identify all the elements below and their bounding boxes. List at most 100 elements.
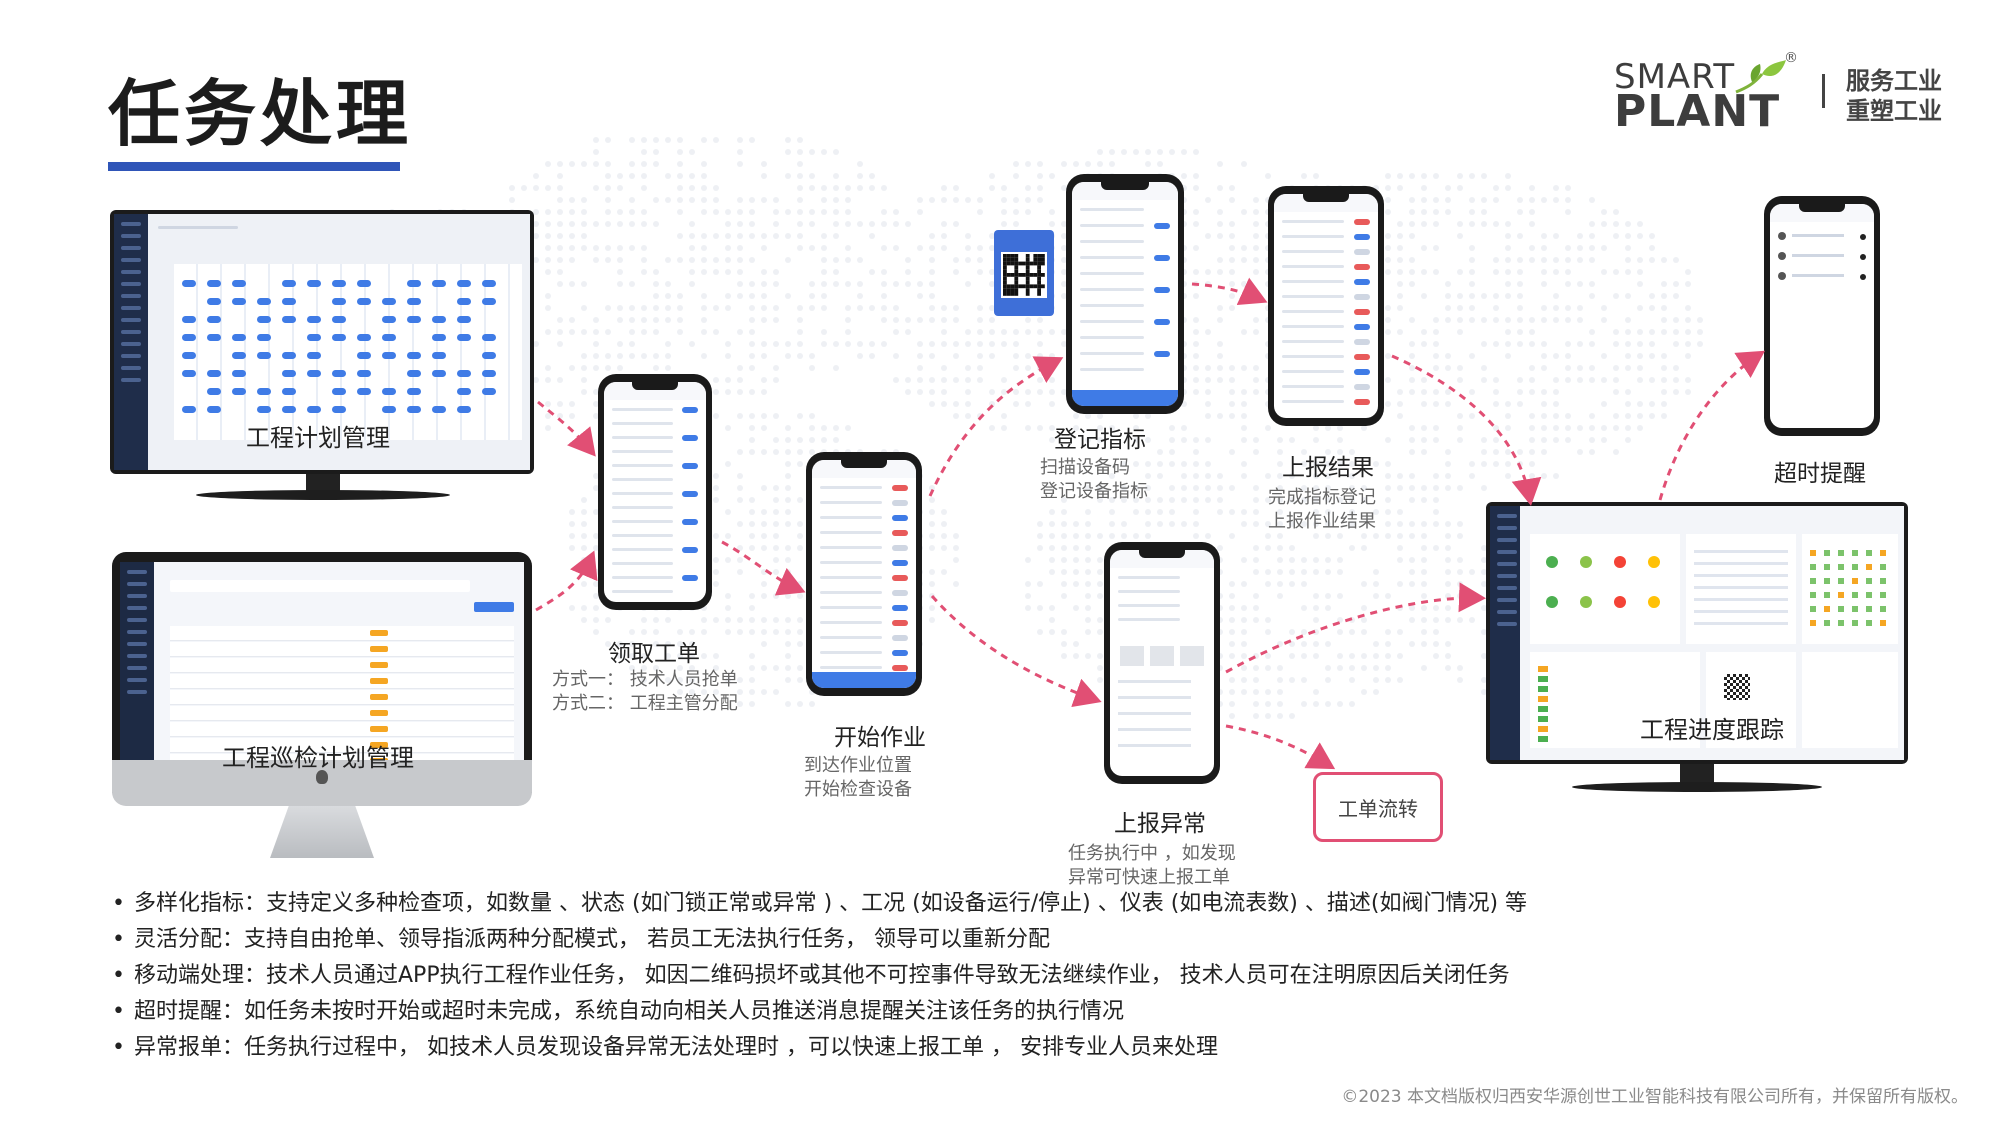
plan-task-pill[interactable] — [207, 280, 221, 287]
plan-task-pill[interactable] — [382, 316, 396, 323]
plan-task-pill[interactable] — [357, 280, 371, 287]
plan-task-pill[interactable] — [382, 298, 396, 305]
plan-task-pill[interactable] — [482, 298, 496, 305]
plan-task-pill[interactable] — [457, 334, 471, 341]
status-tag[interactable] — [1354, 339, 1370, 345]
plan-task-pill[interactable] — [332, 316, 346, 323]
plan-task-pill[interactable] — [457, 280, 471, 287]
plan-task-pill[interactable] — [182, 352, 196, 359]
plan-task-pill[interactable] — [432, 406, 446, 413]
plan-task-pill[interactable] — [232, 280, 246, 287]
plan-task-pill[interactable] — [182, 280, 196, 287]
plan-task-pill[interactable] — [257, 298, 271, 305]
plan-task-pill[interactable] — [257, 388, 271, 395]
status-tag[interactable] — [682, 547, 698, 553]
plan-task-pill[interactable] — [332, 298, 346, 305]
plan-task-pill[interactable] — [432, 316, 446, 323]
plan-task-pill[interactable] — [407, 352, 421, 359]
status-tag[interactable] — [1154, 303, 1170, 309]
plan-task-pill[interactable] — [407, 298, 421, 305]
plan-task-pill[interactable] — [232, 334, 246, 341]
status-tag[interactable] — [1354, 309, 1370, 315]
status-tag[interactable] — [1354, 324, 1370, 330]
status-tag[interactable] — [1354, 219, 1370, 225]
plan-task-pill[interactable] — [282, 370, 296, 377]
status-tag[interactable] — [682, 505, 698, 511]
status-tag[interactable] — [682, 449, 698, 455]
table-row[interactable] — [170, 658, 514, 673]
plan-task-pill[interactable] — [282, 298, 296, 305]
plan-task-pill[interactable] — [457, 406, 471, 413]
status-tag[interactable] — [892, 560, 908, 566]
status-tag[interactable] — [1154, 287, 1170, 293]
status-tag[interactable] — [1354, 264, 1370, 270]
status-tag[interactable] — [682, 491, 698, 497]
status-tag[interactable] — [1354, 249, 1370, 255]
plan-task-pill[interactable] — [457, 388, 471, 395]
plan-task-pill[interactable] — [307, 280, 321, 287]
status-tag[interactable] — [1154, 335, 1170, 341]
status-tag[interactable] — [1154, 223, 1170, 229]
status-tag[interactable] — [682, 421, 698, 427]
plan-task-pill[interactable] — [307, 406, 321, 413]
plan-task-pill[interactable] — [407, 370, 421, 377]
status-tag[interactable] — [892, 530, 908, 536]
plan-task-pill[interactable] — [357, 352, 371, 359]
plan-task-pill[interactable] — [182, 316, 196, 323]
status-tag[interactable] — [1154, 367, 1170, 373]
plan-task-pill[interactable] — [207, 316, 221, 323]
status-tag[interactable] — [892, 620, 908, 626]
table-row[interactable] — [170, 674, 514, 689]
plan-task-pill[interactable] — [382, 406, 396, 413]
plan-task-pill[interactable] — [232, 352, 246, 359]
plan-task-pill[interactable] — [457, 316, 471, 323]
status-tag[interactable] — [1354, 399, 1370, 405]
status-tag[interactable] — [1354, 354, 1370, 360]
plan-task-pill[interactable] — [332, 280, 346, 287]
status-tag[interactable] — [892, 635, 908, 641]
status-tag[interactable] — [892, 575, 908, 581]
status-tag[interactable] — [682, 575, 698, 581]
plan-task-pill[interactable] — [357, 370, 371, 377]
plan-task-pill[interactable] — [282, 388, 296, 395]
status-tag[interactable] — [1354, 294, 1370, 300]
table-row[interactable] — [170, 706, 514, 721]
status-tag[interactable] — [1154, 207, 1170, 213]
plan-task-pill[interactable] — [232, 388, 246, 395]
status-tag[interactable] — [682, 589, 698, 595]
status-tag[interactable] — [892, 515, 908, 521]
status-tag[interactable] — [892, 545, 908, 551]
plan-task-pill[interactable] — [332, 334, 346, 341]
plan-task-pill[interactable] — [282, 316, 296, 323]
plan-task-pill[interactable] — [457, 298, 471, 305]
plan-task-pill[interactable] — [307, 370, 321, 377]
plan-task-pill[interactable] — [257, 352, 271, 359]
plan-task-pill[interactable] — [182, 406, 196, 413]
plan-task-pill[interactable] — [282, 352, 296, 359]
plan-task-pill[interactable] — [382, 388, 396, 395]
plan-task-pill[interactable] — [232, 370, 246, 377]
plan-task-pill[interactable] — [307, 352, 321, 359]
status-tag[interactable] — [892, 605, 908, 611]
table-row[interactable] — [170, 722, 514, 737]
status-tag[interactable] — [682, 463, 698, 469]
status-tag[interactable] — [892, 650, 908, 656]
status-tag[interactable] — [682, 519, 698, 525]
plan-task-pill[interactable] — [432, 352, 446, 359]
status-tag[interactable] — [1354, 384, 1370, 390]
plan-task-pill[interactable] — [307, 316, 321, 323]
plan-task-pill[interactable] — [357, 334, 371, 341]
plan-task-pill[interactable] — [232, 298, 246, 305]
plan-task-pill[interactable] — [482, 334, 496, 341]
status-tag[interactable] — [1354, 234, 1370, 240]
plan-task-pill[interactable] — [332, 370, 346, 377]
plan-task-pill[interactable] — [207, 370, 221, 377]
plan-task-pill[interactable] — [282, 280, 296, 287]
plan-task-pill[interactable] — [257, 334, 271, 341]
table-row[interactable] — [170, 738, 514, 753]
plan-task-pill[interactable] — [482, 280, 496, 287]
status-tag[interactable] — [682, 477, 698, 483]
status-tag[interactable] — [682, 561, 698, 567]
status-tag[interactable] — [892, 500, 908, 506]
plan-task-pill[interactable] — [482, 388, 496, 395]
